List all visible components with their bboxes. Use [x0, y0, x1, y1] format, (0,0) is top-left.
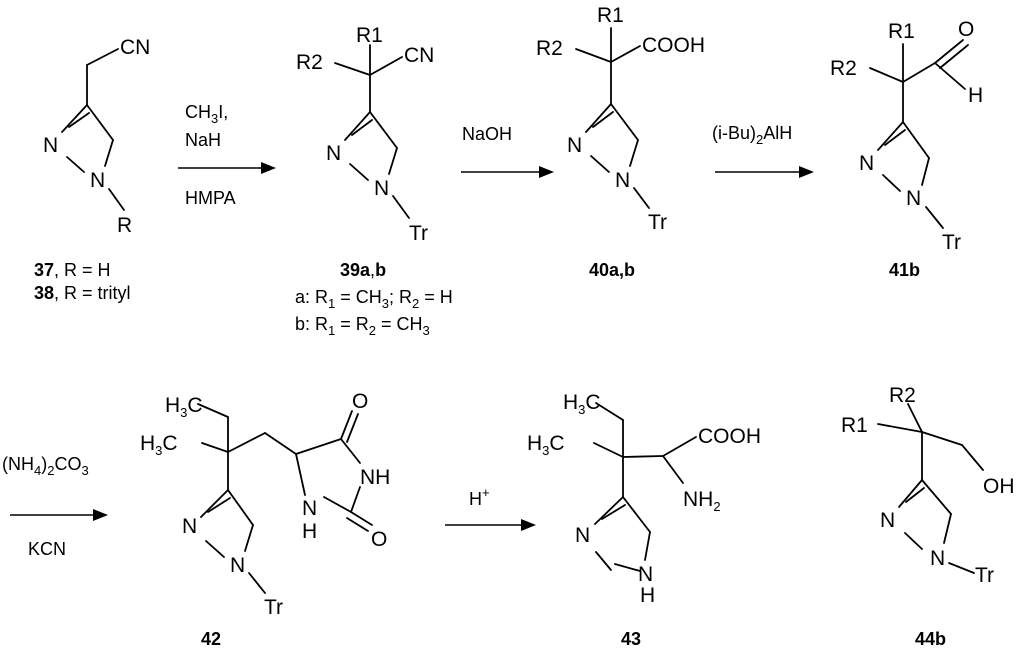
- methyl-label-1: H3C: [165, 394, 203, 420]
- svg-text:39a,b: 39a,b: [340, 260, 386, 280]
- hydantoin-nh-3: NH: [360, 466, 390, 489]
- reagent-dibal: (i-Bu)2AlH: [712, 123, 792, 147]
- ring-n1-label: N: [906, 187, 921, 210]
- r1-label: R1: [597, 4, 624, 27]
- ring-n3-label: N: [43, 134, 58, 157]
- r2-label: R2: [889, 384, 916, 407]
- trityl-label: Tr: [942, 231, 961, 254]
- r1-label: R1: [888, 20, 915, 43]
- compound-43: H3C H3C COOH NH2 N N H 43: [527, 391, 761, 649]
- reagent-nah: NaH: [185, 130, 221, 150]
- ring-n1-label: N: [930, 547, 945, 570]
- compound-44b: R2 R1 OH N N Tr 44b: [841, 384, 1015, 649]
- reaction-arrow-1: CH3I, NaH HMPA: [178, 102, 276, 208]
- ring-n3-label: N: [567, 134, 582, 157]
- carbonyl-oxygen-2: O: [371, 528, 387, 551]
- compound-number-43: 43: [621, 629, 641, 649]
- hydroxyl-label: OH: [983, 475, 1015, 498]
- svg-text:38, R = trityl: 38, R = trityl: [34, 283, 131, 303]
- ring-n3-label: N: [326, 142, 341, 165]
- footnote-a: a: R1 = CH3; R2 = H: [295, 287, 453, 311]
- compound-41b: R1 R2 O H N N Tr 41b: [830, 18, 983, 280]
- reaction-arrow-2: NaOH: [461, 124, 554, 178]
- ring-n3-label: N: [880, 509, 895, 532]
- carboxyl-label: COOH: [642, 34, 705, 57]
- ring-nh-hydrogen: H: [640, 584, 655, 607]
- compound-number-41b: 41b: [889, 260, 920, 280]
- trityl-label: Tr: [648, 211, 667, 234]
- aldehyde-oxygen-label: O: [958, 18, 974, 41]
- ring-n1-label: N: [374, 177, 389, 200]
- ring-n1-label: N: [615, 169, 630, 192]
- compound-38-r-label: , R = trityl: [54, 283, 131, 303]
- ring-nh-label: N: [638, 563, 653, 586]
- compound-number-39b: b: [375, 260, 386, 280]
- ring-n3-label: N: [575, 524, 590, 547]
- compound-number-37: 37: [34, 260, 54, 280]
- compound-number-44b: 44b: [915, 629, 946, 649]
- r2-label: R2: [296, 51, 323, 74]
- compound-37-r-label: , R = H: [54, 260, 111, 280]
- reagent-kcn: KCN: [28, 539, 66, 559]
- aldehyde-hydrogen-label: H: [968, 84, 983, 107]
- footnote-b: b: R1 = R2 = CH3: [295, 314, 430, 338]
- hydantoin-h-1: H: [302, 520, 317, 543]
- reagent-acid: H+: [469, 485, 490, 509]
- compound-39: R1 R2 CN N N Tr 39a,b a: R1 = CH3; R2 = …: [295, 24, 453, 338]
- reaction-arrow-4: (NH4)2CO3 KCN: [2, 454, 108, 559]
- compound-number-39a: 39a: [340, 260, 371, 280]
- carbonyl-oxygen-4: O: [352, 390, 368, 413]
- reaction-arrow-5: H+: [445, 485, 536, 531]
- ring-n1-label: N: [90, 169, 105, 192]
- reaction-arrow-3: (i-Bu)2AlH: [712, 123, 814, 178]
- compound-number-42: 42: [201, 629, 221, 649]
- svg-text:37, R = H: 37, R = H: [34, 260, 111, 280]
- compound-number-38: 38: [34, 283, 54, 303]
- r-group-label: R: [117, 214, 132, 237]
- carboxyl-label: COOH: [698, 425, 761, 448]
- amine-label: NH2: [683, 488, 721, 514]
- reagent-hmpa: HMPA: [185, 188, 236, 208]
- trityl-label: Tr: [264, 596, 283, 619]
- ring-n3-label: N: [182, 515, 197, 538]
- nitrile-label: CN: [404, 44, 434, 67]
- compound-40: R1 R2 COOH N N Tr 40a,b: [536, 4, 705, 280]
- methyl-label-2: H3C: [140, 432, 178, 458]
- r1-label: R1: [356, 24, 383, 47]
- methyl-label-2: H3C: [527, 432, 565, 458]
- compound-37-38: CN N N R 37, R = H 38, R = trityl: [34, 36, 150, 303]
- r2-label: R2: [536, 37, 563, 60]
- ring-n1-label: N: [230, 554, 245, 577]
- compound-number-40: 40a,b: [589, 260, 635, 280]
- reagent-ammonium-carbonate: (NH4)2CO3: [2, 454, 89, 478]
- methyl-label-1: H3C: [563, 391, 601, 417]
- trityl-label: Tr: [409, 222, 428, 245]
- ring-n3-label: N: [859, 152, 874, 175]
- r2-label: R2: [830, 57, 857, 80]
- trityl-label: Tr: [975, 564, 994, 587]
- compound-42: H3C H3C O NH O N H N N Tr 42: [140, 390, 390, 649]
- reagent-naoh: NaOH: [462, 124, 512, 144]
- r1-label: R1: [841, 414, 868, 437]
- nitrile-label: CN: [120, 36, 150, 59]
- hydantoin-n-1: N: [302, 497, 317, 520]
- reagent-ch3i: CH3I,: [185, 102, 228, 126]
